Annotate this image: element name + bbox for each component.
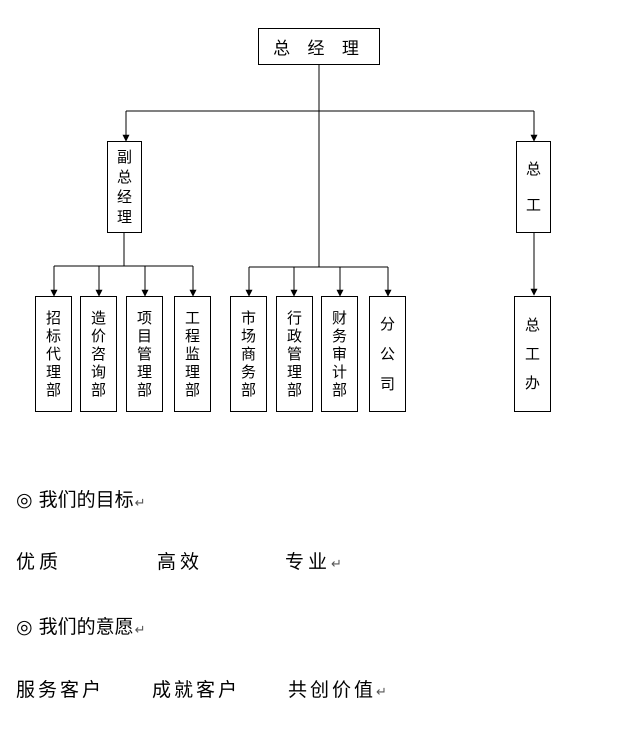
dept-char: 工: [524, 345, 540, 363]
dept-char: 管: [136, 345, 152, 363]
dept-char: 程: [184, 327, 200, 345]
dept-char: 代: [45, 345, 61, 363]
dept-char: 理: [45, 363, 61, 381]
dept-char: 审: [331, 345, 347, 363]
dept-char: 询: [90, 363, 106, 381]
dept-bidding-agency: 招 标 代 理 部: [35, 296, 72, 412]
deputy-gm-char: 副: [116, 148, 132, 166]
paragraph-mark-icon: ↵: [134, 623, 146, 638]
dept-finance-audit: 财 务 审 计 部: [321, 296, 358, 412]
dept-char: 部: [286, 381, 302, 399]
dept-char: 部: [90, 381, 106, 399]
deputy-gm-char: 经: [116, 188, 132, 206]
wishes-list: 服务客户 成就客户 共创价值↵: [16, 675, 616, 703]
wish-item-last: 共创价值↵: [288, 675, 387, 702]
dept-char: 财: [331, 309, 347, 327]
dept-char: 商: [240, 345, 256, 363]
goals-heading: ◎ 我们的目标↵: [16, 485, 146, 512]
goal-item: 高效: [157, 551, 204, 573]
paragraph-mark-icon: ↵: [331, 557, 342, 572]
wish-item: 共创价值: [288, 679, 377, 701]
dept-cost-consulting: 造 价 咨 询 部: [80, 296, 117, 412]
dept-char: 部: [45, 381, 61, 399]
chief-engineer-char: 工: [525, 196, 541, 214]
org-chart-connectors: [50, 64, 538, 297]
dept-char: 总: [524, 316, 540, 334]
goal-item-last: 专业↵: [285, 547, 342, 574]
dept-char: 咨: [90, 345, 106, 363]
dept-char: 招: [45, 309, 61, 327]
dept-char: 理: [286, 363, 302, 381]
dept-chief-engineer-office: 总 工 办: [514, 296, 551, 412]
dept-char: 公: [379, 345, 395, 363]
chief-engineer-box: 总 工: [516, 141, 551, 233]
dept-char: 工: [184, 309, 200, 327]
dept-char: 政: [286, 327, 302, 345]
dept-char: 分: [379, 315, 395, 333]
dept-char: 项: [136, 309, 152, 327]
deputy-gm-box: 副 总 经 理: [107, 141, 142, 233]
dept-char: 部: [184, 381, 200, 399]
ceo-label: 总 经 理: [273, 39, 365, 59]
dept-char: 市: [240, 309, 256, 327]
wishes-heading: ◎ 我们的意愿↵: [16, 612, 146, 639]
dept-engineering-supervision: 工 程 监 理 部: [174, 296, 211, 412]
paragraph-mark-icon: ↵: [134, 496, 146, 511]
deputy-gm-char: 总: [116, 168, 132, 186]
chief-engineer-char: 总: [525, 160, 541, 178]
dept-char: 造: [90, 309, 106, 327]
dept-char: 办: [524, 374, 540, 392]
ceo-box: 总 经 理: [258, 28, 380, 65]
dept-char: 行: [286, 309, 302, 327]
dept-char: 计: [331, 363, 347, 381]
dept-char: 目: [136, 327, 152, 345]
goals-heading-text: ◎ 我们的目标: [16, 489, 134, 511]
org-chart: 总 经 理 副 总 经 理 总 工 招 标 代 理 部 造 价 咨 询 部: [35, 28, 551, 412]
dept-char: 理: [136, 363, 152, 381]
dept-char: 司: [379, 375, 395, 393]
dept-administration: 行 政 管 理 部: [276, 296, 313, 412]
dept-char: 理: [184, 363, 200, 381]
goal-item: 优质: [16, 551, 63, 573]
dept-char: 管: [286, 345, 302, 363]
dept-char: 部: [136, 381, 152, 399]
wish-item: 成就客户: [152, 679, 241, 701]
wishes-heading-text: ◎ 我们的意愿: [16, 616, 134, 638]
paragraph-mark-icon: ↵: [376, 685, 387, 700]
dept-project-management: 项 目 管 理 部: [126, 296, 163, 412]
goals-list: 优质 高效 专业↵: [16, 547, 616, 575]
dept-char: 部: [240, 381, 256, 399]
dept-branch-office: 分 公 司: [369, 296, 406, 412]
dept-char: 场: [240, 327, 256, 345]
dept-char: 监: [184, 345, 200, 363]
dept-char: 务: [240, 363, 256, 381]
dept-char: 部: [331, 381, 347, 399]
dept-market-business: 市 场 商 务 部: [230, 296, 267, 412]
wish-item: 服务客户: [16, 679, 105, 701]
dept-char: 价: [90, 327, 106, 345]
dept-char: 务: [331, 327, 347, 345]
dept-char: 标: [45, 327, 61, 345]
goal-item: 专业: [285, 551, 332, 573]
deputy-gm-char: 理: [116, 208, 132, 226]
